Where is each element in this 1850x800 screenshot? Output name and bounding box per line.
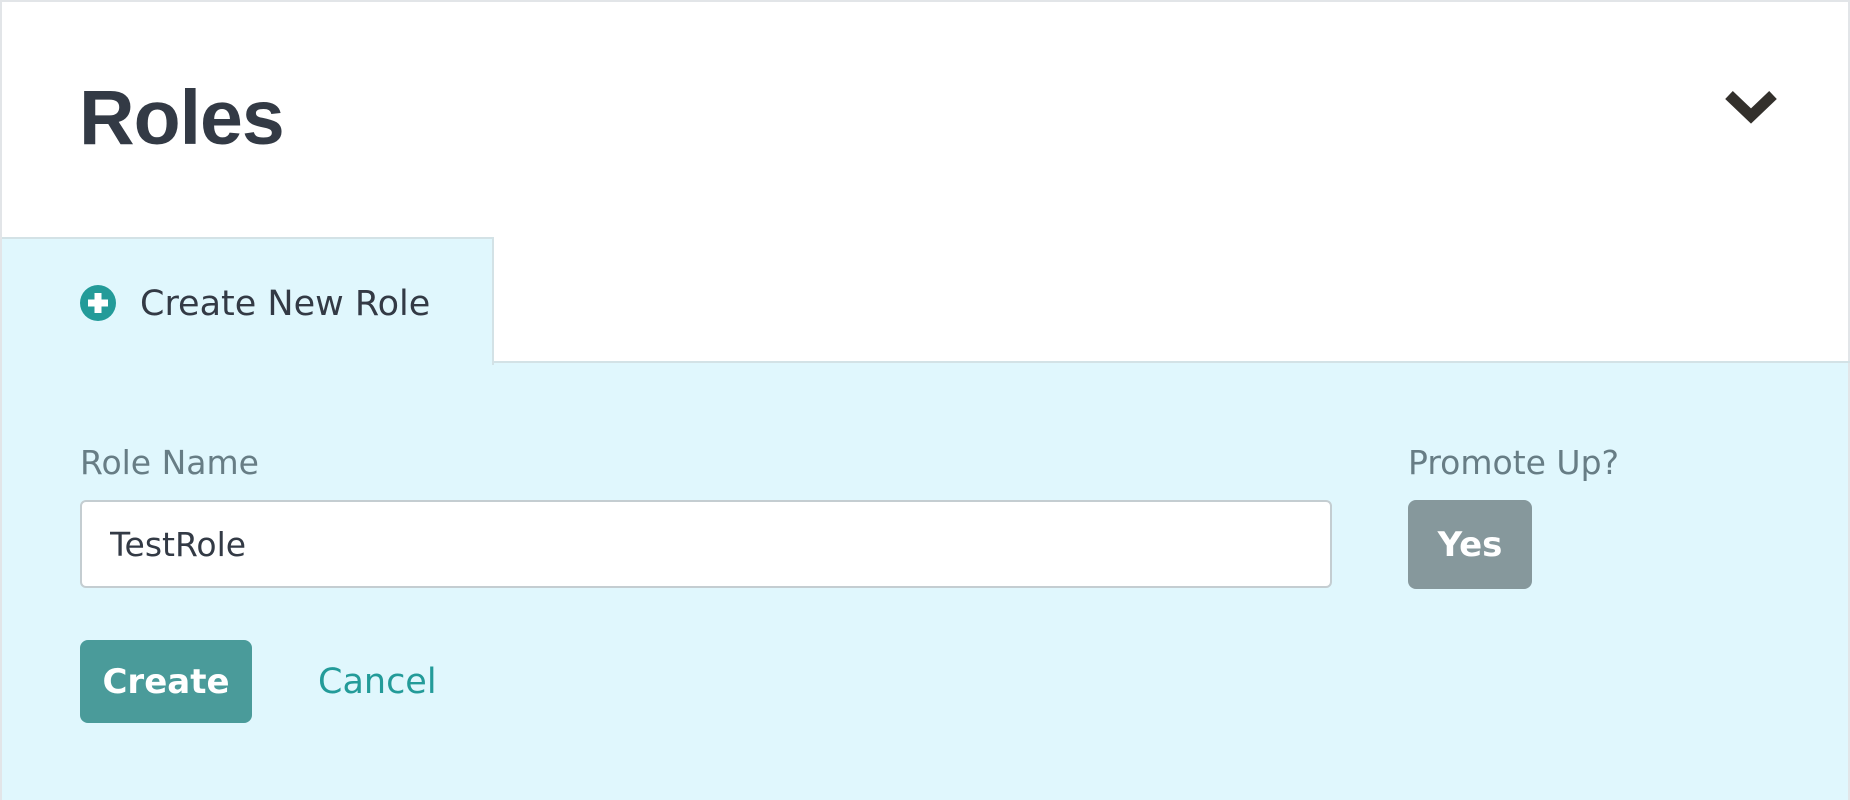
collapse-toggle-button[interactable] bbox=[1721, 82, 1781, 132]
tab-divider bbox=[492, 361, 1850, 363]
promote-up-label: Promote Up? bbox=[1408, 443, 1620, 482]
cancel-link[interactable]: Cancel bbox=[318, 662, 437, 702]
tab-label: Create New Role bbox=[140, 284, 431, 324]
create-role-form: Role Name Promote Up? Yes Create Cancel bbox=[2, 363, 1848, 800]
tab-create-new-role[interactable]: Create New Role bbox=[2, 237, 494, 365]
promote-up-toggle[interactable]: Yes bbox=[1408, 500, 1532, 589]
role-name-input[interactable] bbox=[80, 500, 1332, 588]
plus-circle-icon bbox=[80, 285, 116, 321]
role-name-label: Role Name bbox=[80, 443, 259, 482]
chevron-down-icon bbox=[1721, 82, 1781, 132]
create-button[interactable]: Create bbox=[80, 640, 252, 723]
page-title: Roles bbox=[79, 75, 285, 161]
